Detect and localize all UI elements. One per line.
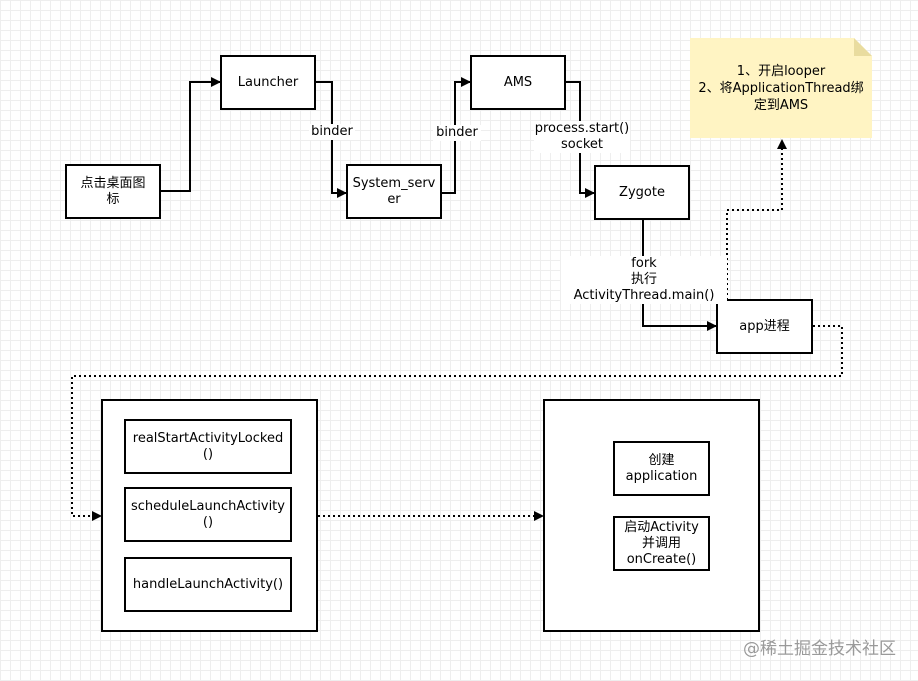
- real-start-activity-label: realStartActivityLocked (): [132, 430, 284, 462]
- schedule-launch-activity-label: scheduleLaunchActivity (): [131, 498, 285, 530]
- handle-launch-activity-node: handleLaunchActivity(): [124, 557, 292, 612]
- start-activity-node: 启动Activity 并调用 onCreate(): [613, 516, 710, 571]
- click-desktop-icon-node: 点击桌面图 标: [65, 164, 161, 219]
- watermark: @稀土掘金技术社区: [743, 639, 896, 659]
- system-server-node: System_serv er: [346, 164, 442, 219]
- app-process-label: app进程: [739, 318, 790, 334]
- system-server-label: System_serv er: [352, 175, 436, 207]
- launcher-label: Launcher: [237, 74, 299, 90]
- sticky-note-text: 1、开启looper 2、将ApplicationThread绑 定到AMS: [698, 63, 864, 113]
- click-desktop-icon-label: 点击桌面图 标: [80, 175, 146, 207]
- edge-label-server-ams: binder: [433, 125, 481, 141]
- launcher-node: Launcher: [220, 55, 316, 110]
- ams-node: AMS: [470, 55, 566, 110]
- zygote-node: Zygote: [594, 165, 690, 220]
- app-process-node: app进程: [716, 299, 813, 354]
- create-application-label: 创建 application: [625, 452, 698, 484]
- application-container: [543, 399, 760, 632]
- edge-zygote-to-app: [642, 219, 717, 331]
- edge-label-zygote-app: fork 执行ActivityThread.main(): [561, 256, 727, 304]
- create-application-node: 创建 application: [613, 441, 710, 496]
- zygote-label: Zygote: [619, 184, 665, 200]
- ams-label: AMS: [503, 74, 533, 90]
- edge-app-to-note: [726, 139, 787, 300]
- real-start-activity-node: realStartActivityLocked (): [124, 419, 292, 474]
- handle-launch-activity-label: handleLaunchActivity(): [132, 576, 284, 592]
- start-activity-label: 启动Activity 并调用 onCreate(): [624, 519, 699, 567]
- edge-label-ams-zygote: process.start() socket: [534, 121, 630, 153]
- schedule-launch-activity-node: scheduleLaunchActivity (): [124, 487, 292, 542]
- edge-label-launcher-server: binder: [309, 124, 355, 140]
- sticky-note: 1、开启looper 2、将ApplicationThread绑 定到AMS: [690, 38, 872, 138]
- edge-click-to-launcher: [161, 77, 221, 192]
